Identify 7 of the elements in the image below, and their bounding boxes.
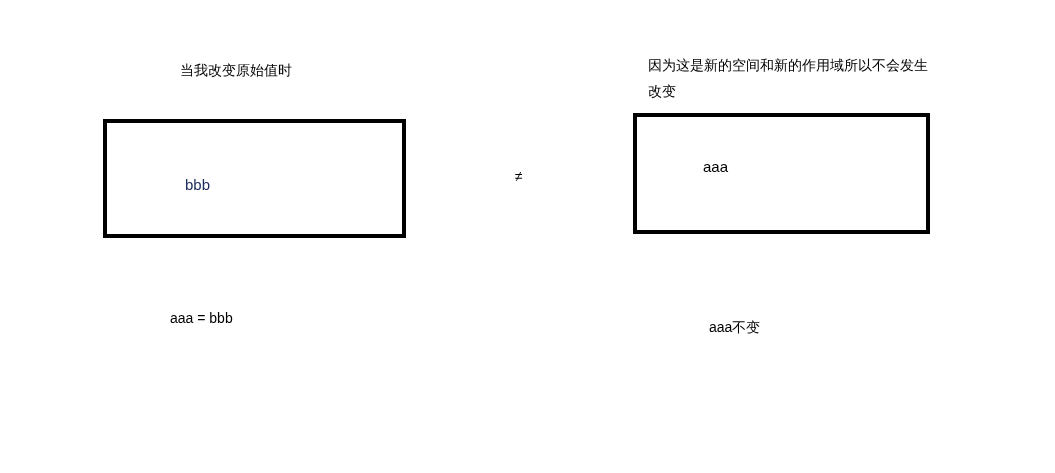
box-heading: 因为这是新的空间和新的作用域所以不会发生改变 [648, 56, 929, 101]
box-text: aaa [703, 157, 729, 177]
note-text: aaa不变 [709, 318, 761, 337]
box-text: bbb [185, 175, 211, 195]
box-heading: 当我改变原始值时 [180, 61, 292, 80]
note-text: aaa = bbb [170, 309, 233, 328]
not-equal-sign: ≠ [515, 167, 523, 186]
